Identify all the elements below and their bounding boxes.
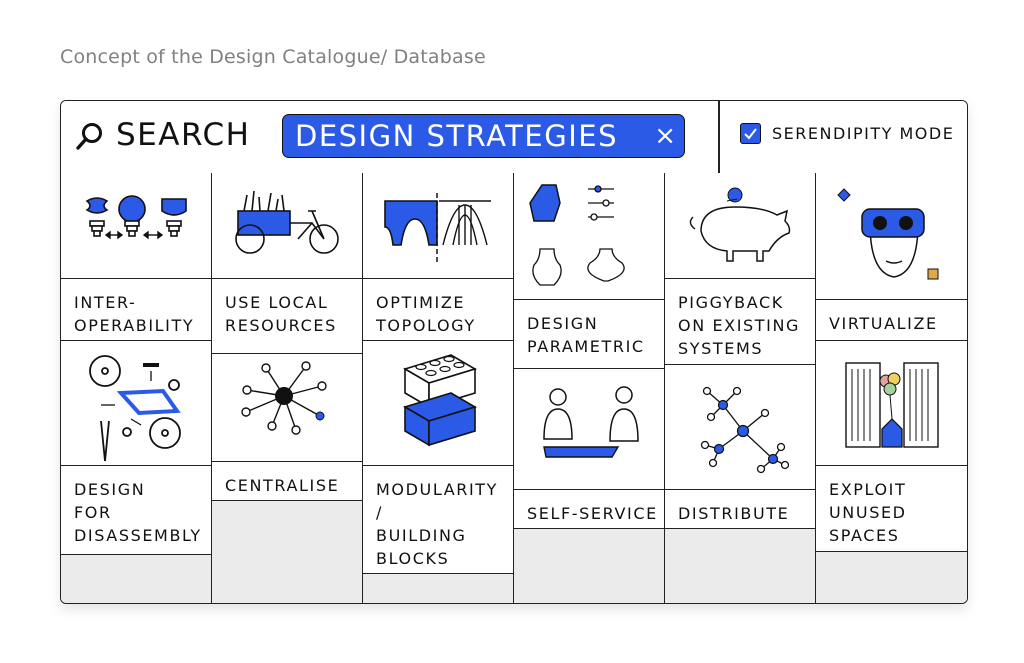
parametric-vase-icon xyxy=(529,184,625,286)
card-label-unused-spaces[interactable]: EXPLOIT UNUSED SPACES xyxy=(816,466,967,552)
clear-query-icon[interactable]: × xyxy=(654,121,676,151)
lightbulb-interop-icon xyxy=(85,195,187,240)
card-image-distribute[interactable] xyxy=(665,365,816,490)
page-caption: Concept of the Design Catalogue/ Databas… xyxy=(60,46,486,68)
search-label: SEARCH xyxy=(116,117,251,153)
card-label-parametric[interactable]: DESIGN PARAMETRIC xyxy=(514,300,665,369)
card-label-centralise[interactable]: CENTRALISE xyxy=(212,462,363,501)
card-image-disassembly[interactable] xyxy=(61,341,212,466)
card-image-topology[interactable] xyxy=(363,173,514,279)
card-label-virtualize[interactable]: VIRTUALIZE xyxy=(816,300,967,341)
card-image-virtualize[interactable] xyxy=(816,173,967,300)
empty-slot xyxy=(816,552,967,603)
lego-bricks-icon xyxy=(403,354,477,447)
empty-slot xyxy=(61,555,212,603)
cargo-bike-icon xyxy=(235,190,339,254)
card-label-self-service[interactable]: SELF-SERVICE xyxy=(514,490,665,529)
card-image-local-resources[interactable] xyxy=(212,173,363,279)
checkmark-icon xyxy=(744,128,757,140)
card-image-piggyback[interactable] xyxy=(665,173,816,279)
distributed-network-icon xyxy=(700,386,790,474)
card-image-interoperability[interactable] xyxy=(61,173,212,279)
empty-slot xyxy=(665,529,816,603)
bridge-arch-icon xyxy=(384,193,491,265)
search-header: SEARCH DESIGN STRATEGIES × SERENDIPITY M… xyxy=(61,101,967,174)
card-label-piggyback[interactable]: PIGGYBACK ON EXISTING SYSTEMS xyxy=(665,279,816,365)
card-label-interoperability[interactable]: INTER- OPERABILITY xyxy=(61,279,212,341)
bird-on-pig-icon xyxy=(689,187,791,262)
bicycle-parts-icon xyxy=(89,355,181,462)
serendipity-label: SERENDIPITY MODE xyxy=(772,124,955,143)
empty-slot xyxy=(514,529,665,603)
search-icon[interactable] xyxy=(75,121,105,151)
serendipity-toggle[interactable]: SERENDIPITY MODE xyxy=(740,123,954,144)
header-divider xyxy=(718,101,720,173)
card-label-disassembly[interactable]: DESIGN FOR DISASSEMBLY xyxy=(61,466,212,555)
vr-headset-icon xyxy=(837,188,939,280)
card-image-centralise[interactable] xyxy=(212,354,363,462)
card-label-topology[interactable]: OPTIMIZE TOPOLOGY xyxy=(363,279,514,341)
card-label-local-resources[interactable]: USE LOCAL RESOURCES xyxy=(212,279,363,354)
people-assembling-icon xyxy=(543,386,639,458)
card-image-modularity[interactable] xyxy=(363,341,514,466)
buildings-house-icon xyxy=(845,362,939,448)
search-query-chip[interactable]: DESIGN STRATEGIES × xyxy=(282,114,685,158)
card-image-self-service[interactable] xyxy=(514,369,665,490)
card-label-distribute[interactable]: DISTRIBUTE xyxy=(665,490,816,529)
empty-slot xyxy=(212,501,363,603)
card-label-modularity[interactable]: MODULARITY / BUILDING BLOCKS xyxy=(363,466,514,574)
serendipity-checkbox[interactable] xyxy=(740,123,761,144)
card-image-unused-spaces[interactable] xyxy=(816,341,967,466)
empty-slot xyxy=(363,574,514,603)
card-image-parametric[interactable] xyxy=(514,173,665,300)
catalogue-window: SEARCH DESIGN STRATEGIES × SERENDIPITY M… xyxy=(60,100,968,604)
search-query-text: DESIGN STRATEGIES xyxy=(295,119,618,153)
hub-network-icon xyxy=(241,361,327,435)
